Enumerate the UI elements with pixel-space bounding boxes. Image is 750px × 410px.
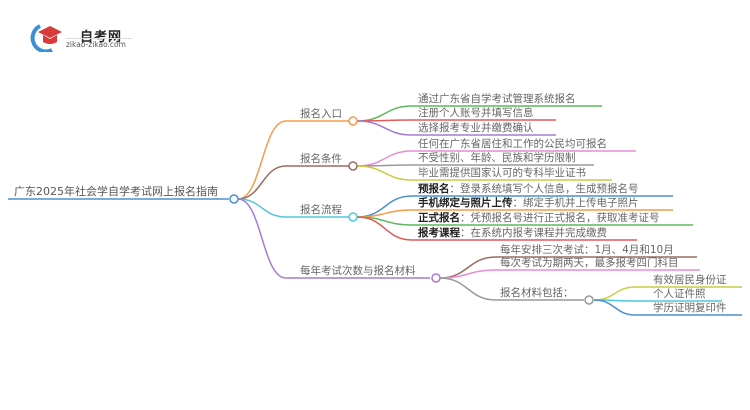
step-desc: ：凭预报名号进行正式报名，获取准考证号 bbox=[460, 212, 660, 224]
leaf-node[interactable]: 报考课程：在系统内报考课程并完成缴费 bbox=[418, 227, 607, 239]
step-title: 手机绑定与照片上传 bbox=[418, 197, 513, 209]
leaf-node[interactable]: 任何在广东省居住和工作的公民均可报名 bbox=[418, 138, 607, 150]
step-desc: ：绑定手机并上传电子照片 bbox=[512, 197, 639, 209]
leaf-node[interactable]: 正式报名：凭预报名号进行正式报名，获取准考证号 bbox=[418, 212, 660, 224]
leaf-node[interactable]: 选择报考专业并缴费确认 bbox=[418, 122, 534, 134]
leaf-node[interactable]: 每次考试为期两天，最多报考四门科目 bbox=[500, 257, 679, 269]
graduation-cap-icon bbox=[30, 24, 62, 52]
root-node[interactable]: 广东2025年社会学自学考试网上报名指南 bbox=[14, 185, 218, 198]
step-title: 报考课程 bbox=[418, 227, 460, 239]
leaf-node[interactable]: 学历证明复印件 bbox=[653, 302, 727, 314]
leaf-node[interactable]: 有效居民身份证 bbox=[653, 274, 727, 286]
logo-title: 自考网 bbox=[80, 30, 123, 45]
step-title: 预报名 bbox=[418, 183, 450, 195]
branch-registration-process[interactable]: 报名流程 bbox=[300, 204, 342, 216]
step-title: 正式报名 bbox=[418, 212, 460, 224]
leaf-node[interactable]: 毕业需提供国家认可的专科毕业证书 bbox=[418, 167, 586, 179]
leaf-node[interactable]: 手机绑定与照片上传：绑定手机并上传电子照片 bbox=[418, 197, 639, 209]
step-desc: ：在系统内报考课程并完成缴费 bbox=[460, 227, 607, 239]
leaf-node[interactable]: 每年安排三次考试：1月、4月和10月 bbox=[500, 244, 674, 256]
leaf-node[interactable]: 预报名：登录系统填写个人信息，生成预报名号 bbox=[418, 183, 639, 195]
leaf-node[interactable]: 不受性别、年龄、民族和学历限制 bbox=[418, 152, 576, 164]
materials-node[interactable]: 报名材料包括： bbox=[500, 287, 574, 299]
branch-registration-entry[interactable]: 报名入口 bbox=[300, 108, 342, 120]
leaf-node[interactable]: 通过广东省自学考试管理系统报名 bbox=[418, 93, 576, 105]
step-desc: ：登录系统填写个人信息，生成预报名号 bbox=[449, 183, 639, 195]
leaf-node[interactable]: 个人证件照 bbox=[653, 288, 706, 300]
logo-url: zikao-zikao.com bbox=[66, 40, 126, 49]
branch-exams-and-materials[interactable]: 每年考试次数与报名材料 bbox=[300, 265, 416, 277]
leaf-node[interactable]: 注册个人账号并填写信息 bbox=[418, 107, 534, 119]
branch-registration-conditions[interactable]: 报名条件 bbox=[300, 153, 342, 165]
